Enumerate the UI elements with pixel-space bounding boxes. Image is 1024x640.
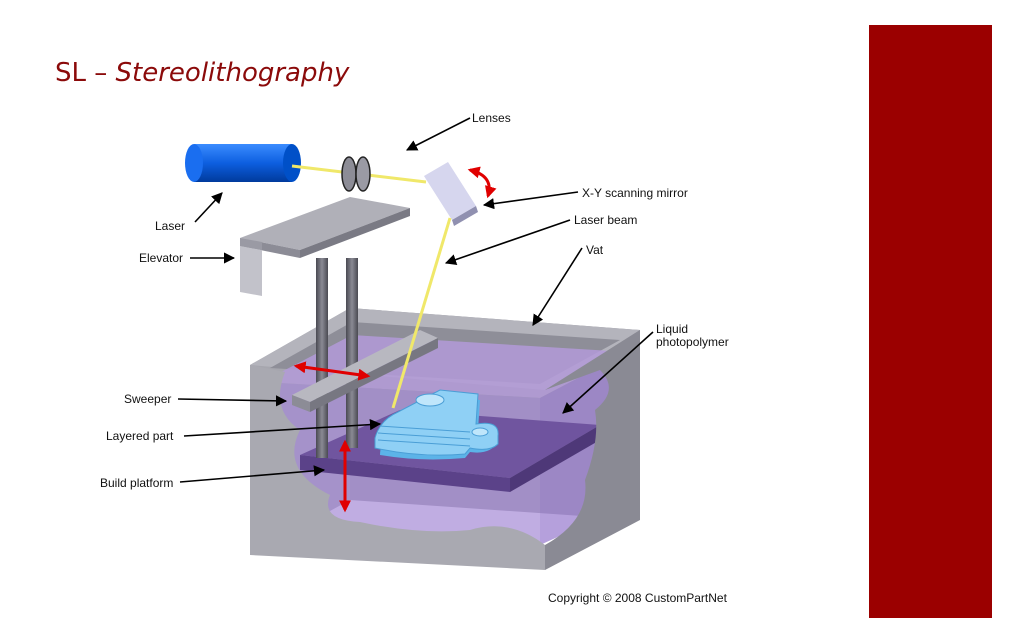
elevator — [240, 197, 410, 296]
layered-part — [374, 389, 499, 460]
vat-front — [250, 330, 640, 570]
label-build-platform: Build platform — [100, 476, 173, 490]
title-prefix: SL – — [55, 58, 116, 88]
copyright-notice: Copyright © 2008 CustomPartNet — [548, 591, 727, 605]
label-liquid-line2: photopolymer — [656, 335, 729, 349]
mirror-rotation-arrow — [467, 166, 497, 199]
label-lenses: Lenses — [472, 111, 511, 125]
scanning-mirror — [424, 162, 478, 226]
accent-sidebar — [869, 25, 992, 618]
label-sweeper: Sweeper — [124, 392, 171, 406]
label-layered-part: Layered part — [106, 429, 174, 443]
label-laser: Laser — [155, 219, 185, 233]
laser — [185, 144, 301, 182]
sweeper-pointer — [177, 395, 288, 407]
label-vat: Vat — [586, 243, 604, 257]
laser-beam-pointer — [444, 219, 571, 265]
layered-part-pointer — [183, 419, 382, 437]
slide-title: SL – Stereolithography — [55, 58, 349, 88]
lenses-pointer — [406, 117, 471, 151]
mirror-pointer — [482, 191, 579, 210]
sweeper-motion-arrow — [293, 361, 371, 381]
label-liquid-line1: Liquid — [656, 322, 688, 336]
label-elevator: Elevator — [139, 251, 183, 265]
label-laser-beam: Laser beam — [574, 213, 637, 227]
stereolithography-diagram: Lenses Laser X-Y scanning mirror Laser b… — [100, 111, 729, 570]
vat-pointer — [532, 247, 583, 326]
lenses — [341, 156, 371, 192]
laser-beam — [391, 217, 452, 409]
laser-pointer — [194, 192, 223, 223]
liquid-pointer — [562, 331, 654, 414]
elevator-rods — [316, 258, 358, 458]
label-scanning-mirror: X-Y scanning mirror — [582, 186, 688, 200]
build-platform-pointer — [179, 465, 326, 483]
title-emphasis: Stereolithography — [115, 58, 350, 88]
